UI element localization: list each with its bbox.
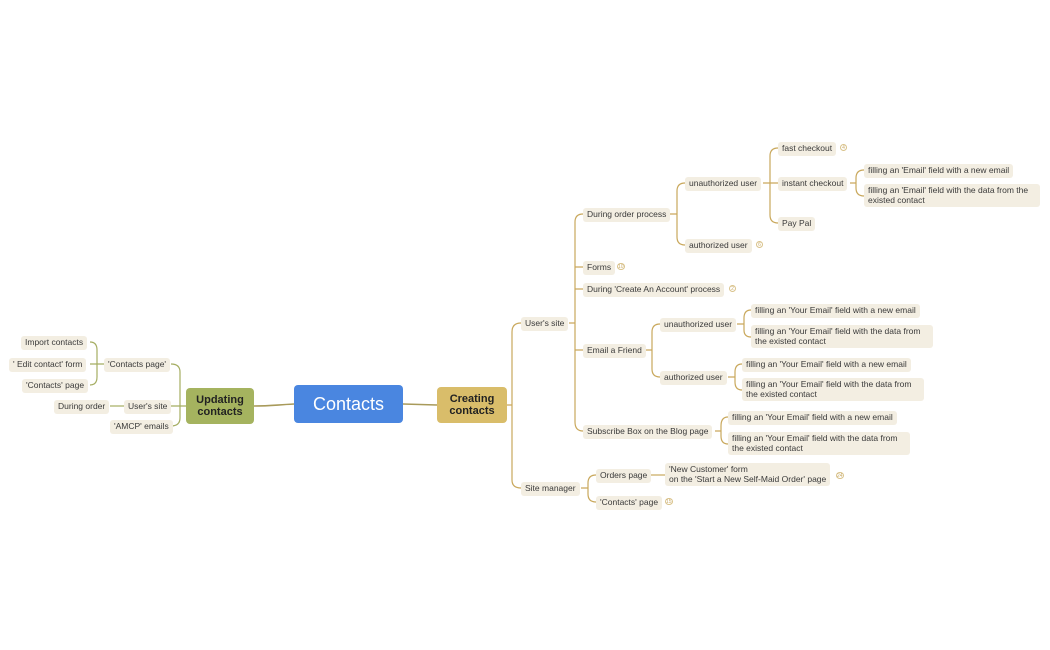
main-topic-creating-contacts[interactable]: Creating contacts: [437, 387, 507, 423]
instant-checkout-existing-contact-topic[interactable]: filling an 'Email' field with the data f…: [864, 184, 1040, 207]
authorized-user-topic[interactable]: authorized user: [685, 239, 752, 253]
site-manager-topic[interactable]: Site manager: [521, 482, 580, 496]
edge-site-manager-children: [581, 474, 597, 503]
amcp-emails-topic[interactable]: 'AMCP' emails: [110, 420, 173, 434]
authorized-user-count-badge[interactable]: 6: [756, 241, 763, 248]
central-topic[interactable]: Contacts: [294, 385, 403, 423]
subscribe-new-email-topic[interactable]: filling an 'Your Email' field with a new…: [728, 411, 897, 425]
edge-ef-auth-children: [728, 363, 743, 391]
subscribe-box-topic[interactable]: Subscribe Box on the Blog page: [583, 425, 713, 439]
edge-creating-branches: [507, 322, 522, 489]
fast-checkout-topic[interactable]: fast checkout: [778, 142, 837, 156]
edge-ef-unauth-children: [737, 309, 752, 338]
edge-during-order-children: [670, 182, 686, 246]
edge-contacts-page-children: [89, 341, 104, 386]
orders-page-topic[interactable]: Orders page: [596, 469, 652, 483]
email-friend-auth-existing-topic[interactable]: filling an 'Your Email' field with the d…: [742, 378, 924, 401]
updating-contacts-page-2-topic[interactable]: 'Contacts' page: [22, 379, 89, 393]
updating-contacts-label: Updating contacts: [196, 394, 244, 418]
during-order-process-topic[interactable]: During order process: [583, 208, 671, 222]
subscribe-existing-topic[interactable]: filling an 'Your Email' field with the d…: [728, 432, 910, 455]
email-a-friend-topic[interactable]: Email a Friend: [583, 344, 646, 358]
edge-center-updating: [253, 403, 295, 407]
contacts-page-topic[interactable]: 'Contacts' page: [596, 496, 663, 510]
pay-pal-topic[interactable]: Pay Pal: [778, 217, 816, 231]
contacts-page-count-badge[interactable]: 15: [665, 498, 673, 505]
instant-checkout-topic[interactable]: instant checkout: [778, 177, 848, 191]
edge-subscribe-children: [715, 416, 729, 445]
import-contacts-topic[interactable]: Import contacts: [21, 336, 88, 350]
create-account-topic[interactable]: During 'Create An Account' process: [583, 283, 725, 297]
create-account-count-badge[interactable]: 2: [729, 285, 736, 292]
edge-users-site-children: [569, 213, 584, 432]
edge-instant-checkout-children: [850, 169, 865, 197]
instant-checkout-new-email-topic[interactable]: filling an 'Email' field with a new emai…: [864, 164, 1014, 178]
unauthorized-user-topic[interactable]: unauthorized user: [685, 177, 762, 191]
main-topic-updating-contacts[interactable]: Updating contacts: [186, 388, 254, 424]
new-customer-count-badge[interactable]: 24: [836, 472, 844, 479]
updating-contacts-page-topic[interactable]: 'Contacts page': [104, 358, 171, 372]
forms-topic[interactable]: Forms: [583, 261, 616, 275]
email-friend-unauth-existing-topic[interactable]: filling an 'Your Email' field with the d…: [751, 325, 933, 348]
forms-count-badge[interactable]: 10: [617, 263, 625, 270]
updating-during-order-topic[interactable]: During order: [54, 400, 110, 414]
edge-email-friend-children: [645, 323, 661, 378]
edge-center-creating: [402, 403, 438, 406]
email-friend-auth-new-email-topic[interactable]: filling an 'Your Email' field with a new…: [742, 358, 911, 372]
fast-checkout-count-badge[interactable]: 4: [840, 144, 847, 151]
users-site-topic[interactable]: User's site: [521, 317, 569, 331]
creating-contacts-label: Creating contacts: [449, 393, 495, 417]
edit-contact-form-topic[interactable]: ' Edit contact' form: [9, 358, 87, 372]
edge-updating-branches: [170, 363, 186, 427]
email-friend-unauth-new-email-topic[interactable]: filling an 'Your Email' field with a new…: [751, 304, 920, 318]
edge-unauth1-children: [763, 147, 779, 224]
email-friend-authorized-topic[interactable]: authorized user: [660, 371, 727, 385]
updating-users-site-topic[interactable]: User's site: [124, 400, 172, 414]
email-friend-unauthorized-topic[interactable]: unauthorized user: [660, 318, 737, 332]
new-customer-form-topic[interactable]: 'New Customer' form on the 'Start a New …: [665, 463, 831, 486]
